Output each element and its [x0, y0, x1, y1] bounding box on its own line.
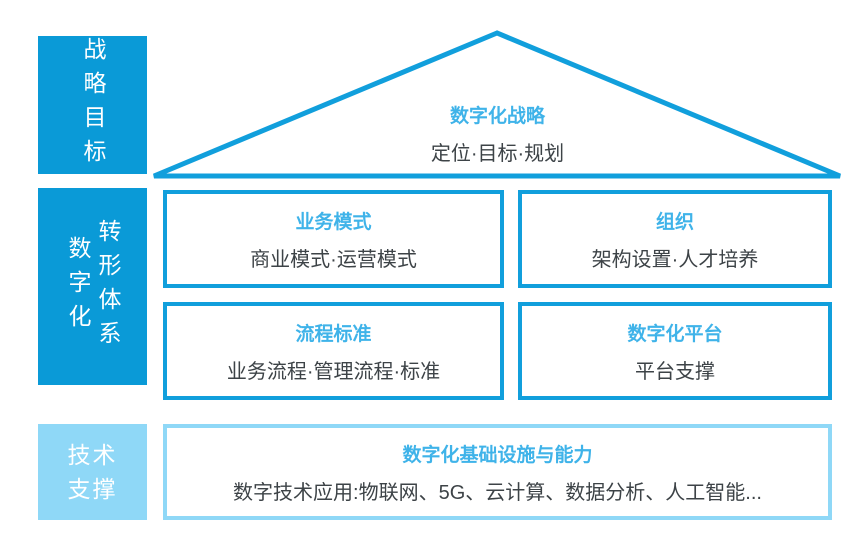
- rail-tech-support-label: 技术 支撑: [68, 438, 118, 506]
- roof-title: 数字化战略: [449, 106, 545, 127]
- rail-tech-support-line1: 技术: [67, 442, 118, 468]
- box-digital-infrastructure: 数字化基础设施与能力 数字技术应用:物联网、5G、云计算、数据分析、人工智能..…: [163, 424, 832, 520]
- box-organization-subtitle: 架构设置·人才培养: [591, 248, 759, 271]
- box-organization: 组织 架构设置·人才培养: [518, 190, 832, 288]
- rail-tech-support: 技术 支撑: [38, 424, 147, 520]
- rail-digital-transformation-system: 数字化 转形体系: [38, 188, 147, 385]
- box-digital-platform: 数字化平台 平台支撑: [518, 302, 832, 400]
- box-process-standard: 流程标准 业务流程·管理流程·标准: [163, 302, 504, 400]
- rail-strategy-goal-label: 战略目标: [80, 37, 106, 173]
- box-business-model-title: 业务模式: [295, 211, 372, 233]
- rail-transformation-system-column: 转形体系: [95, 218, 121, 355]
- box-digital-platform-subtitle: 平台支撑: [635, 360, 715, 383]
- box-business-model-subtitle: 商业模式·运营模式: [250, 248, 417, 271]
- box-digital-infrastructure-title: 数字化基础设施与能力: [402, 444, 593, 466]
- box-organization-title: 组织: [655, 211, 694, 233]
- rail-digital-transformation-label: 数字化 转形体系: [65, 218, 121, 355]
- rail-tech-support-line2: 支撑: [67, 476, 118, 502]
- roof-text-block: 数字化战略 定位·目标·规划: [150, 101, 845, 166]
- roof-subtitle: 定位·目标·规划: [430, 143, 565, 165]
- box-digital-platform-title: 数字化平台: [627, 323, 723, 345]
- box-business-model: 业务模式 商业模式·运营模式: [163, 190, 504, 288]
- roof-triangle-shape: [153, 30, 841, 179]
- rail-digitalization-column: 数字化: [65, 235, 91, 338]
- box-process-standard-title: 流程标准: [295, 323, 372, 345]
- box-digital-infrastructure-subtitle: 数字技术应用:物联网、5G、云计算、数据分析、人工智能...: [233, 481, 762, 504]
- rail-strategy-goal: 战略目标: [38, 36, 147, 174]
- strategy-roof: 数字化战略 定位·目标·规划: [150, 26, 845, 184]
- box-process-standard-subtitle: 业务流程·管理流程·标准: [226, 360, 441, 383]
